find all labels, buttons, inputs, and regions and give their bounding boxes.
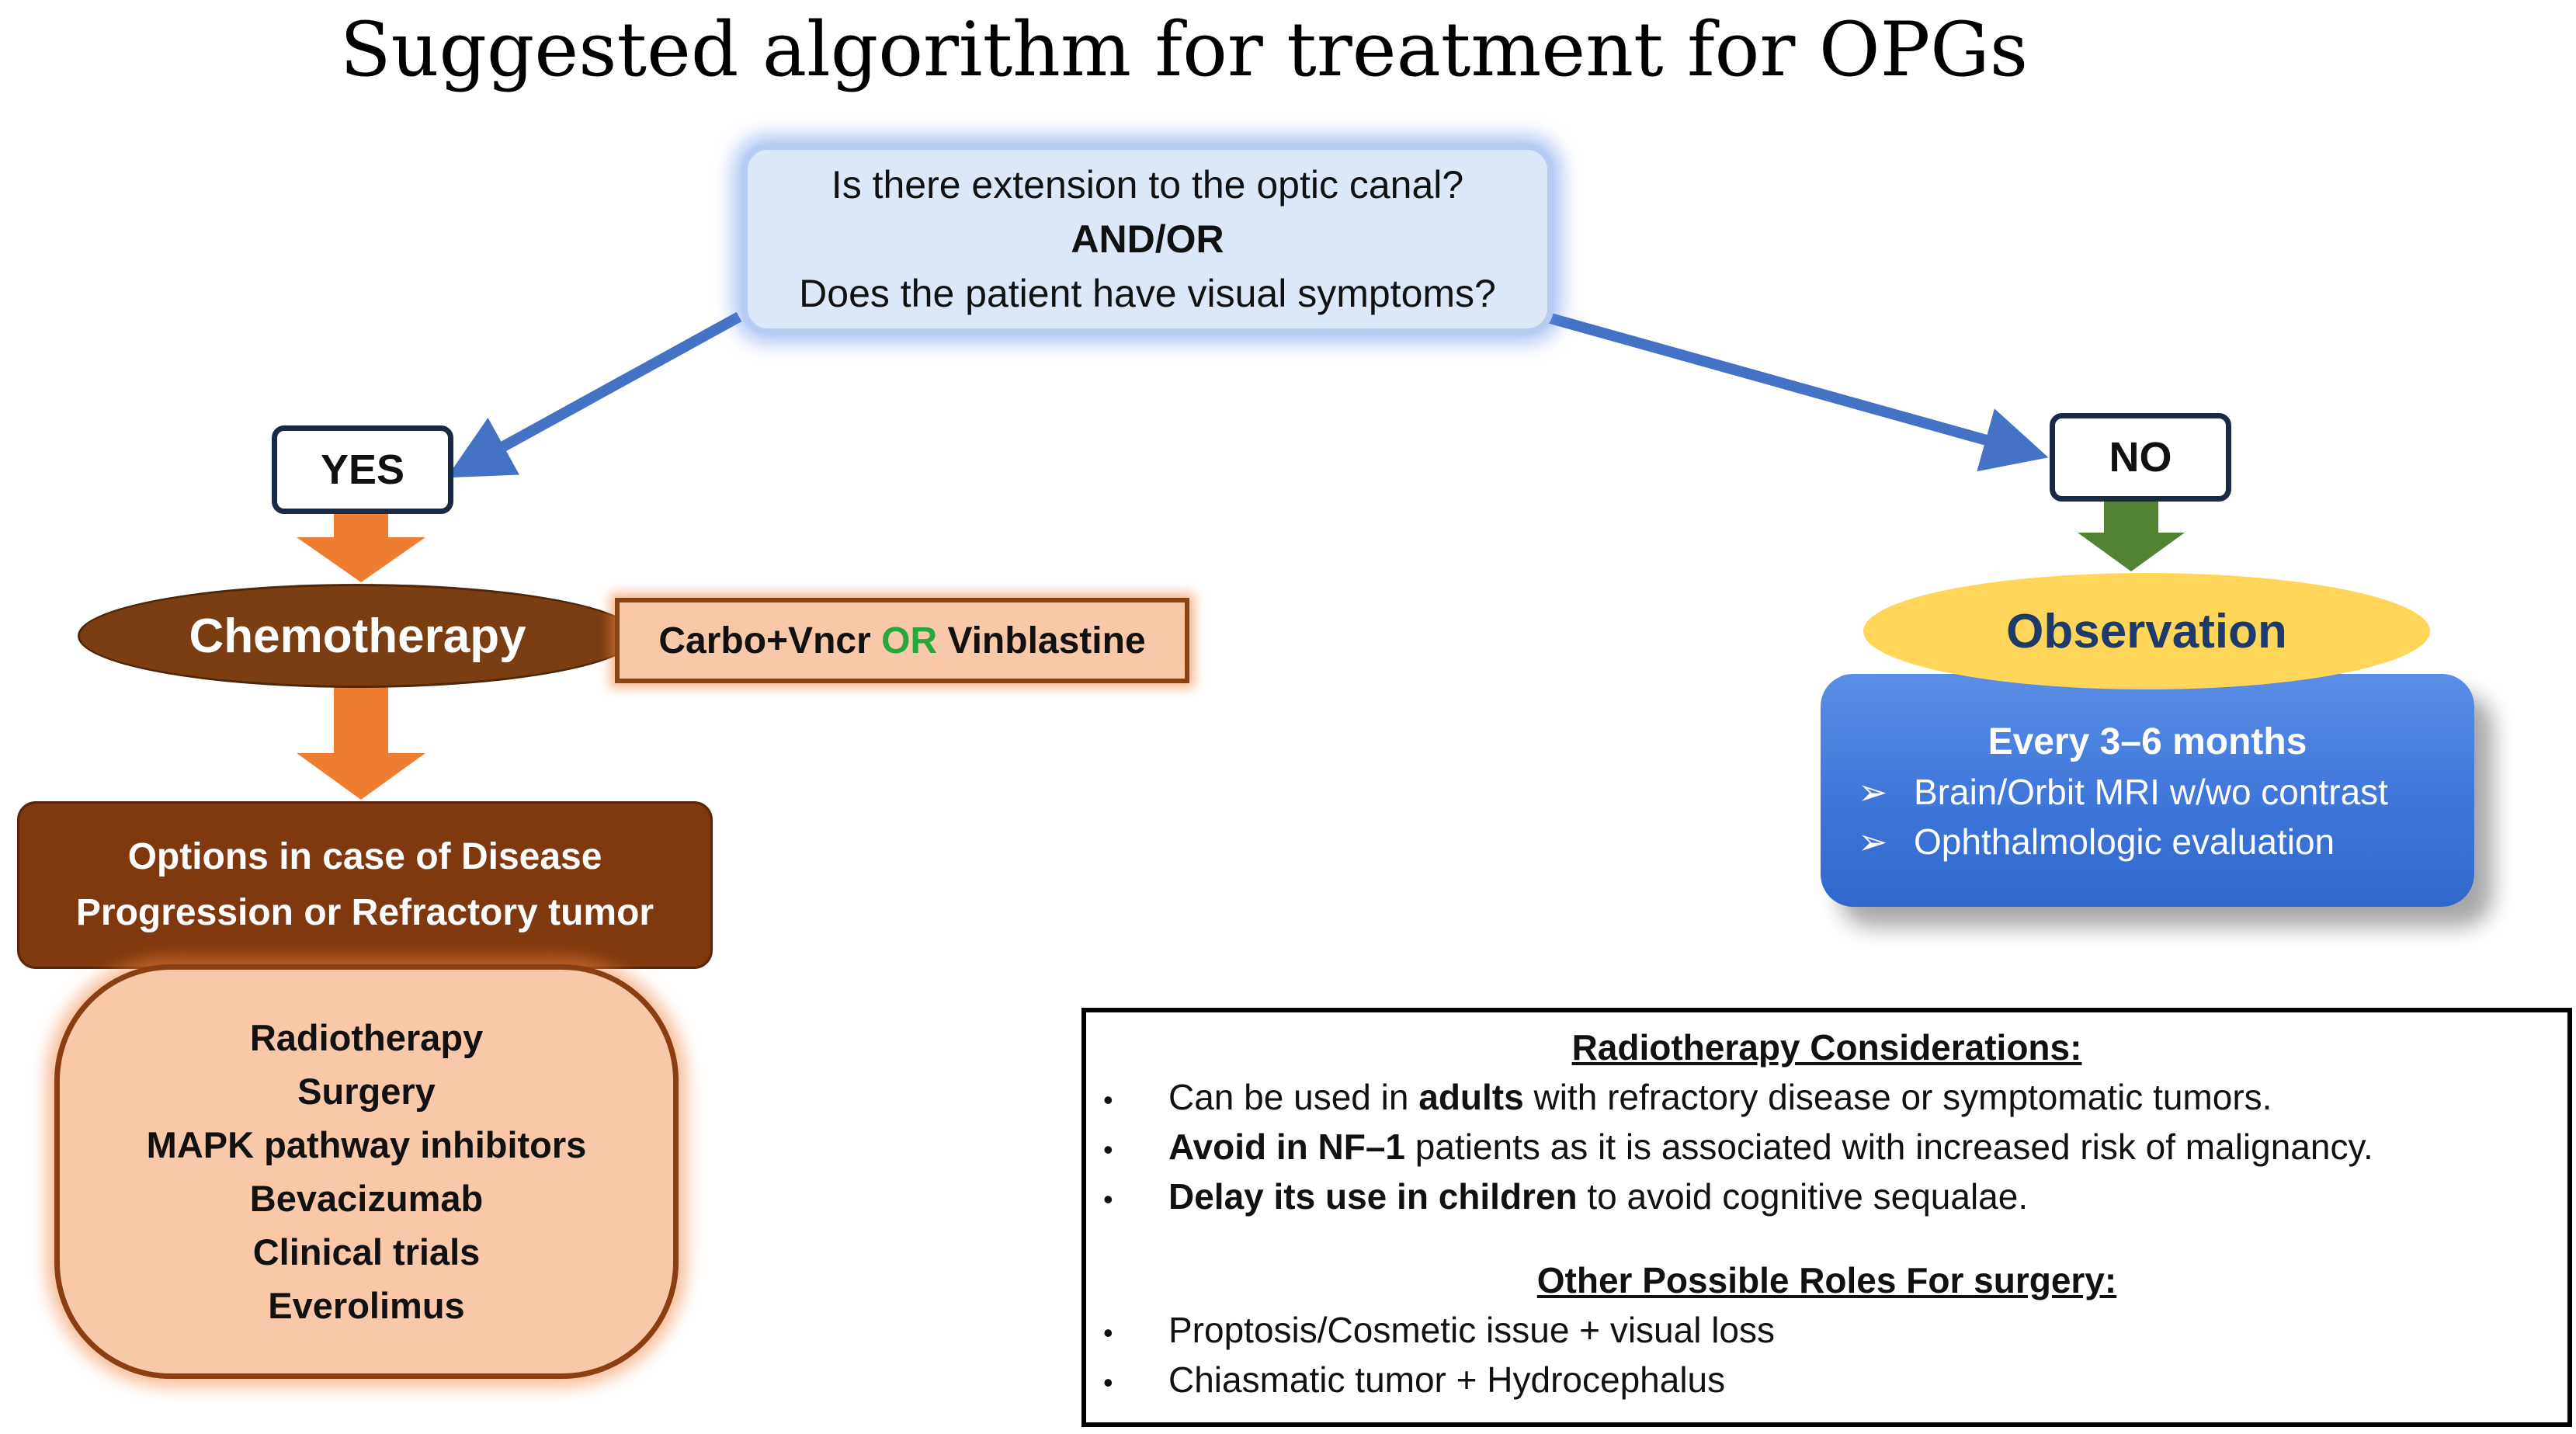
arrow-to-yes — [446, 311, 742, 478]
option-item: Everolimus — [268, 1285, 465, 1326]
bullet-icon: • — [1103, 1183, 1113, 1215]
yes-box: YES — [272, 425, 453, 514]
bullet-bold: Avoid in NF–1 — [1168, 1127, 1405, 1167]
option-item: Radiotherapy — [249, 1017, 484, 1058]
observation-item-text: Brain/Orbit MRI w/wo contrast — [1914, 772, 2388, 812]
arrow-to-no — [1543, 311, 2049, 472]
arrow-bullet-icon: ➢ — [1858, 821, 1888, 862]
bullet-text: Chiasmatic tumor + Hydrocephalus — [1168, 1359, 1726, 1400]
progression-options-list: Radiotherapy Surgery MAPK pathway inhibi… — [54, 964, 679, 1379]
options-line-1: Options in case of Disease — [127, 836, 602, 877]
question-line-1: Is there extension to the optic canal? — [831, 163, 1464, 207]
bullet-text: Proptosis/Cosmetic issue + visual loss — [1168, 1310, 1776, 1350]
considerations-box: Radiotherapy Considerations: • Can be use… — [1081, 1008, 2572, 1427]
radiotherapy-heading: Radiotherapy Considerations: — [1571, 1027, 2082, 1068]
bullet-icon: • — [1103, 1084, 1113, 1116]
bullet-post: with refractory disease or symptomatic t… — [1523, 1077, 2272, 1117]
surgery-heading: Other Possible Roles For surgery: — [1536, 1260, 2117, 1300]
decision-question-box: Is there extension to the optic canal? A… — [741, 144, 1554, 335]
radiotherapy-bullet: • Can be used in adults with refractory d… — [1103, 1076, 2272, 1118]
bullet-icon: • — [1103, 1134, 1113, 1165]
bullet-pre: Can be used in — [1168, 1077, 1419, 1117]
bullet-icon: • — [1103, 1366, 1113, 1398]
regimen-part-1: Carbo+Vncr — [658, 620, 882, 661]
arrow-no-to-observation — [2078, 497, 2185, 571]
bullet-bold: Delay its use in children — [1168, 1176, 1578, 1217]
arrow-bullet-icon: ➢ — [1858, 772, 1888, 812]
progression-options-header: Options in case of Disease Progression o… — [17, 801, 713, 969]
question-line-2: AND/OR — [1071, 217, 1224, 261]
surgery-bullet: • Chiasmatic tumor + Hydrocephalus — [1103, 1359, 1725, 1401]
chemotherapy-node: Chemotherapy — [78, 584, 637, 688]
regimen-part-2: Vinblastine — [937, 620, 1146, 661]
observation-item-text: Ophthalmologic evaluation — [1914, 821, 2335, 862]
question-line-3: Does the patient have visual symptoms? — [799, 272, 1496, 315]
diagram-title: Suggested algorithm for treatment for OP… — [339, 6, 2029, 93]
option-item: Surgery — [297, 1071, 436, 1112]
options-line-2: Progression or Refractory tumor — [75, 892, 654, 933]
observation-frequency: Every 3–6 months — [1988, 721, 2307, 762]
option-item: Clinical trials — [252, 1231, 481, 1273]
observation-detail-box: Every 3–6 months ➢ Brain/Orbit MRI w/wo c… — [1821, 674, 2474, 907]
chemo-regimen-box: Carbo+Vncr OR Vinblastine — [615, 598, 1189, 683]
radiotherapy-bullet: • Delay its use in children to avoid cogn… — [1103, 1175, 2028, 1217]
bullet-post: to avoid cognitive sequalae. — [1577, 1176, 2029, 1217]
option-item: Bevacizumab — [249, 1178, 484, 1219]
radiotherapy-bullet: • Avoid in NF–1 patients as it is associa… — [1103, 1126, 2373, 1168]
bullet-post: patients as it is associated with increa… — [1405, 1127, 2373, 1167]
bullet-bold: adults — [1418, 1077, 1524, 1117]
arrow-chemo-to-options — [297, 687, 425, 800]
observation-node: Observation — [1863, 573, 2430, 689]
observation-item: ➢ Ophthalmologic evaluation — [1858, 821, 2335, 863]
no-box: NO — [2050, 413, 2231, 502]
arrow-yes-to-chemo — [297, 511, 425, 582]
option-item: MAPK pathway inhibitors — [146, 1124, 587, 1165]
surgery-bullet: • Proptosis/Cosmetic issue + visual loss — [1103, 1309, 1775, 1351]
regimen-or: OR — [881, 620, 938, 661]
observation-item: ➢ Brain/Orbit MRI w/wo contrast — [1858, 771, 2388, 813]
bullet-icon: • — [1103, 1317, 1113, 1349]
